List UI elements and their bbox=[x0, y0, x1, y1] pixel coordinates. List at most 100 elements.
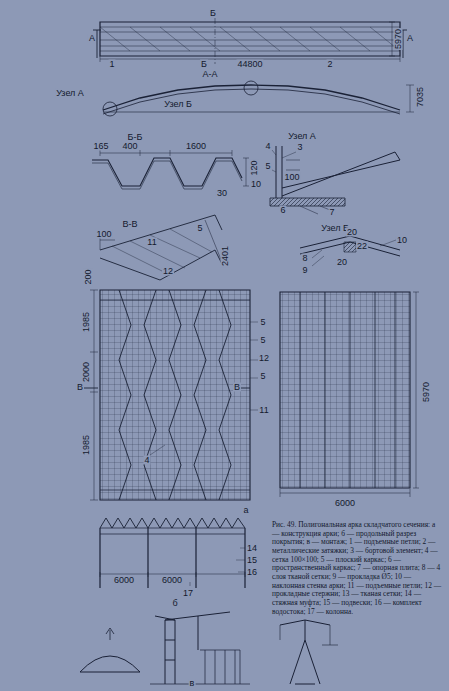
dimension: 1985 bbox=[82, 434, 91, 456]
callout-label: 5 bbox=[259, 336, 266, 345]
callout-label: Узел Б bbox=[163, 100, 193, 109]
stroke bbox=[84, 388, 250, 389]
stroke bbox=[100, 27, 130, 51]
stroke bbox=[92, 161, 242, 189]
stroke bbox=[190, 27, 220, 51]
stroke bbox=[300, 236, 400, 256]
dimension: 2401 bbox=[221, 245, 230, 267]
stroke bbox=[155, 612, 230, 684]
stroke bbox=[144, 290, 156, 500]
callout-label: 30 bbox=[216, 189, 228, 198]
callout-label: 10 bbox=[396, 236, 408, 245]
dimension: 1600 bbox=[185, 142, 207, 151]
stroke bbox=[375, 292, 376, 488]
stroke bbox=[280, 489, 410, 497]
stroke bbox=[194, 290, 206, 500]
callout-label: 9 bbox=[301, 266, 308, 275]
stroke bbox=[119, 290, 131, 500]
stroke bbox=[310, 27, 340, 51]
callout-label: 10 bbox=[250, 180, 262, 189]
stroke bbox=[100, 518, 245, 528]
callout-label: А-А bbox=[201, 70, 218, 79]
dimension: 7035 bbox=[416, 86, 425, 108]
stroke bbox=[325, 292, 326, 488]
dimension: 6000 bbox=[161, 576, 183, 585]
stroke bbox=[280, 292, 410, 488]
dimension: 5970 bbox=[422, 381, 431, 403]
callout-label: 22 bbox=[356, 242, 368, 251]
stroke bbox=[100, 32, 400, 33]
stroke bbox=[100, 46, 400, 47]
callout-label: А bbox=[406, 34, 414, 43]
callout-label: Узел А bbox=[287, 132, 317, 141]
figure-caption: Рис. 49. Полигональная арка складчатого … bbox=[272, 521, 444, 616]
stroke bbox=[93, 30, 407, 58]
stroke bbox=[103, 89, 400, 114]
stroke bbox=[80, 656, 140, 672]
callout-label: 14 bbox=[246, 544, 258, 553]
stroke bbox=[112, 229, 212, 275]
stroke bbox=[395, 292, 396, 488]
callout-label: А bbox=[88, 34, 96, 43]
stroke bbox=[195, 528, 196, 588]
dimension: 5970 bbox=[394, 28, 403, 50]
callout-label: 20 bbox=[346, 228, 358, 237]
stroke bbox=[215, 18, 216, 64]
callout-label: 8 bbox=[301, 254, 308, 263]
callout-label: В bbox=[76, 383, 84, 392]
stroke bbox=[413, 292, 419, 488]
stroke bbox=[100, 220, 222, 262]
stroke bbox=[350, 292, 351, 488]
dimension: 165 bbox=[92, 142, 109, 151]
callout-label: 20 bbox=[336, 258, 348, 267]
stroke bbox=[100, 40, 400, 41]
stroke bbox=[300, 292, 301, 488]
detail-circle bbox=[244, 81, 258, 95]
callout-label: 4 bbox=[264, 142, 271, 151]
callout-label: 12 bbox=[258, 354, 270, 363]
stroke bbox=[280, 620, 330, 684]
callout-label: 11 bbox=[146, 238, 157, 247]
detail-circle bbox=[103, 102, 117, 116]
callout-label: 11 bbox=[258, 406, 269, 415]
stroke bbox=[282, 152, 400, 196]
stroke bbox=[219, 290, 231, 500]
stroke bbox=[92, 158, 242, 186]
stroke bbox=[100, 150, 232, 156]
dimension: 1985 bbox=[82, 311, 91, 333]
dimension: 200 bbox=[84, 268, 93, 285]
stroke bbox=[100, 22, 400, 56]
stroke bbox=[100, 290, 250, 500]
callout-label: Б-Б bbox=[127, 133, 144, 142]
callout-label: 16 bbox=[246, 568, 258, 577]
callout-label: 15 bbox=[246, 556, 258, 565]
callout-label: а bbox=[242, 506, 249, 515]
stroke bbox=[130, 27, 160, 51]
callout-label: 1 bbox=[108, 60, 115, 69]
dimension: 100 bbox=[283, 173, 300, 182]
callout-label: 17 bbox=[182, 589, 194, 598]
callout-label: 12 bbox=[162, 267, 174, 276]
stroke bbox=[99, 528, 100, 588]
stroke bbox=[280, 625, 338, 645]
callout-label: 5 bbox=[196, 224, 203, 233]
stroke bbox=[100, 215, 222, 280]
callout-label: Узел А bbox=[55, 89, 85, 98]
stroke bbox=[250, 322, 258, 410]
dimension: 6000 bbox=[113, 576, 135, 585]
stroke bbox=[250, 27, 280, 51]
stroke bbox=[243, 158, 249, 186]
dimension: 120 bbox=[250, 159, 259, 176]
stroke bbox=[90, 290, 98, 500]
callout-label: 5 bbox=[259, 318, 266, 327]
stroke bbox=[406, 85, 414, 112]
stroke bbox=[169, 290, 181, 500]
stroke bbox=[103, 112, 400, 113]
callout-label: Б bbox=[209, 9, 217, 18]
stroke bbox=[344, 242, 356, 252]
callout-label: 7 bbox=[328, 208, 335, 217]
callout-label: 5 bbox=[264, 162, 271, 171]
callout-label: Б bbox=[200, 60, 208, 69]
callout-label: 6 bbox=[279, 206, 286, 215]
stroke bbox=[280, 27, 310, 51]
